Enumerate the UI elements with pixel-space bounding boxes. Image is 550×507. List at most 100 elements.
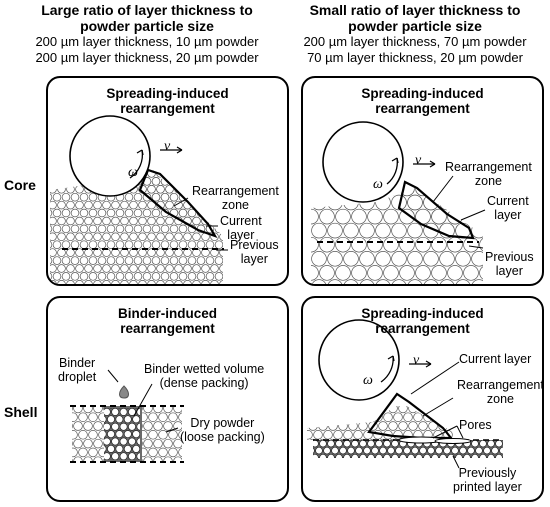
powder-particle bbox=[154, 492, 163, 501]
powder-particle bbox=[57, 216, 66, 226]
powder-particle bbox=[229, 349, 236, 356]
powder-particle bbox=[251, 146, 259, 154]
powder-particle bbox=[514, 501, 523, 502]
powder-particle bbox=[283, 122, 289, 130]
powder-particle bbox=[211, 138, 219, 146]
powder-particle bbox=[62, 178, 70, 186]
powder-particle bbox=[463, 208, 479, 225]
powder-particle bbox=[304, 412, 311, 419]
powder-particle bbox=[229, 342, 238, 351]
powder-particle bbox=[415, 236, 431, 253]
powder-particle bbox=[50, 248, 57, 257]
powder-particle bbox=[175, 154, 183, 162]
powder-particle bbox=[520, 139, 535, 154]
powder-particle bbox=[391, 222, 407, 239]
powder-particle bbox=[124, 272, 134, 281]
powder-particle bbox=[274, 170, 282, 178]
powder-particle bbox=[280, 349, 287, 356]
powder-particle bbox=[303, 377, 306, 384]
powder-particle bbox=[229, 501, 238, 502]
powder-particle bbox=[49, 483, 58, 492]
powder-particle bbox=[251, 273, 259, 281]
powder-particle bbox=[263, 349, 270, 356]
powder-particle bbox=[152, 162, 160, 170]
powder-particle bbox=[57, 232, 66, 242]
powder-particle bbox=[351, 208, 367, 225]
powder-particle bbox=[158, 430, 168, 440]
powder-particle bbox=[58, 154, 66, 162]
powder-particle bbox=[509, 439, 518, 448]
powder-particle bbox=[278, 162, 286, 170]
panel-diagram bbox=[304, 121, 535, 284]
powder-particle bbox=[389, 474, 398, 483]
powder-particle bbox=[528, 482, 535, 489]
powder-particle bbox=[404, 377, 411, 384]
powder-particle bbox=[238, 154, 246, 162]
powder-particle bbox=[384, 468, 391, 475]
previous-layer-pointer bbox=[468, 245, 484, 249]
powder-particle bbox=[443, 446, 451, 455]
powder-particle bbox=[139, 466, 148, 475]
powder-particle bbox=[283, 154, 289, 162]
powder-particle bbox=[189, 342, 198, 351]
powder-particle bbox=[338, 421, 348, 431]
panel-diagram bbox=[49, 115, 289, 284]
powder-particle bbox=[246, 482, 253, 489]
powder-particle bbox=[221, 468, 228, 475]
powder-particle bbox=[436, 490, 443, 497]
powder-particle bbox=[440, 468, 447, 475]
powder-particle bbox=[49, 154, 57, 162]
powder-particle bbox=[214, 351, 223, 360]
powder-particle bbox=[369, 492, 378, 501]
powder-particle bbox=[242, 401, 249, 408]
powder-particle bbox=[269, 130, 277, 138]
powder-particle bbox=[132, 430, 140, 439]
powder-particle bbox=[129, 342, 138, 351]
powder-particle bbox=[328, 468, 335, 475]
powder-particle bbox=[166, 154, 174, 162]
powder-particle bbox=[57, 200, 66, 210]
powder-particle bbox=[383, 236, 399, 253]
powder-particle bbox=[83, 406, 93, 414]
powder-particle bbox=[364, 501, 373, 502]
powder-particle bbox=[336, 412, 343, 419]
powder-particle bbox=[274, 138, 282, 146]
powder-particle bbox=[396, 490, 403, 497]
powder-particle bbox=[324, 419, 331, 426]
powder-particle bbox=[284, 475, 289, 482]
powder-particle bbox=[304, 125, 319, 140]
powder-particle bbox=[440, 356, 447, 363]
powder-particle bbox=[136, 422, 140, 431]
powder-particle bbox=[265, 138, 273, 146]
powder-particle bbox=[412, 377, 419, 384]
powder-particle bbox=[166, 122, 174, 130]
powder-particle bbox=[494, 413, 503, 422]
powder-particle bbox=[79, 224, 89, 234]
powder-particle bbox=[288, 379, 289, 386]
powder-particle bbox=[423, 251, 439, 267]
powder-particle bbox=[488, 342, 495, 349]
powder-particle bbox=[394, 466, 403, 475]
powder-particle bbox=[184, 154, 192, 162]
powder-particle bbox=[504, 448, 513, 457]
powder-particle bbox=[400, 125, 415, 140]
powder-particle bbox=[115, 444, 124, 453]
powder-particle bbox=[179, 130, 187, 138]
powder-particle bbox=[432, 468, 439, 475]
powder-particle bbox=[239, 501, 248, 502]
powder-particle bbox=[287, 130, 289, 138]
powder-particle bbox=[151, 208, 161, 218]
powder-particle bbox=[204, 474, 213, 483]
powder-particle bbox=[138, 200, 147, 210]
powder-particle bbox=[303, 363, 306, 370]
powder-particle bbox=[193, 138, 201, 146]
powder-particle bbox=[384, 466, 393, 475]
powder-particle bbox=[287, 241, 289, 249]
powder-particle bbox=[61, 192, 71, 202]
powder-particle bbox=[353, 430, 363, 440]
powder-particle bbox=[520, 223, 535, 238]
powder-particle bbox=[279, 342, 288, 351]
powder-particle bbox=[278, 273, 286, 281]
powder-particle bbox=[356, 490, 363, 497]
powder-particle bbox=[219, 466, 228, 475]
